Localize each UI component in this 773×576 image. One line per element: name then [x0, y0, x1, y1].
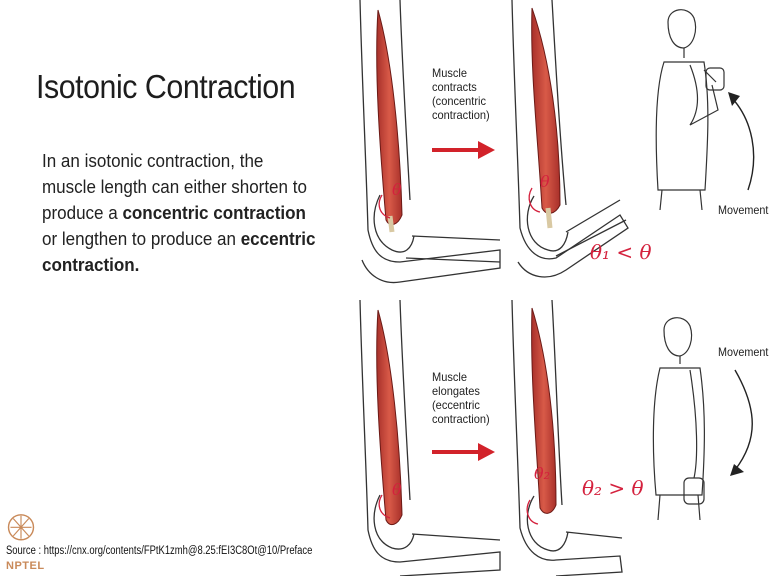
arrow-up-curve-icon	[732, 98, 754, 190]
label-muscle-elongates: Muscle elongates (eccentric contraction)	[432, 370, 490, 426]
source-citation: Source : https://cnx.org/contents/FPtK1z…	[6, 545, 312, 557]
label-movement-top: Movement	[718, 203, 768, 217]
tendon-icon	[548, 208, 550, 228]
nptel-logo-text: NPTEL	[6, 560, 45, 572]
annotation-theta1-lt-theta: θ₁ < θ	[590, 240, 652, 264]
annotation-theta-top-left: θ	[392, 180, 402, 199]
annotation-theta-bottom-left: θ	[392, 480, 402, 499]
arm-elongated-bottom	[512, 300, 622, 576]
person-curl-up-icon	[656, 10, 724, 210]
annotation-theta-top-right: θ	[540, 172, 550, 191]
annotation-theta2-gt-theta: θ₂ > θ	[582, 476, 644, 500]
label-movement-bottom: Movement	[718, 345, 768, 359]
arrow-right-icon	[432, 141, 495, 159]
annotation-theta2-bottom: θ₂	[534, 464, 550, 483]
arrow-right-icon	[432, 443, 495, 461]
tendon-icon	[390, 216, 392, 232]
label-muscle-contracts: Muscle contracts (concentric contraction…	[432, 66, 490, 122]
arm-contracted-top	[512, 0, 628, 277]
person-curl-down-icon	[653, 318, 704, 520]
arrow-down-curve-icon	[735, 370, 752, 470]
